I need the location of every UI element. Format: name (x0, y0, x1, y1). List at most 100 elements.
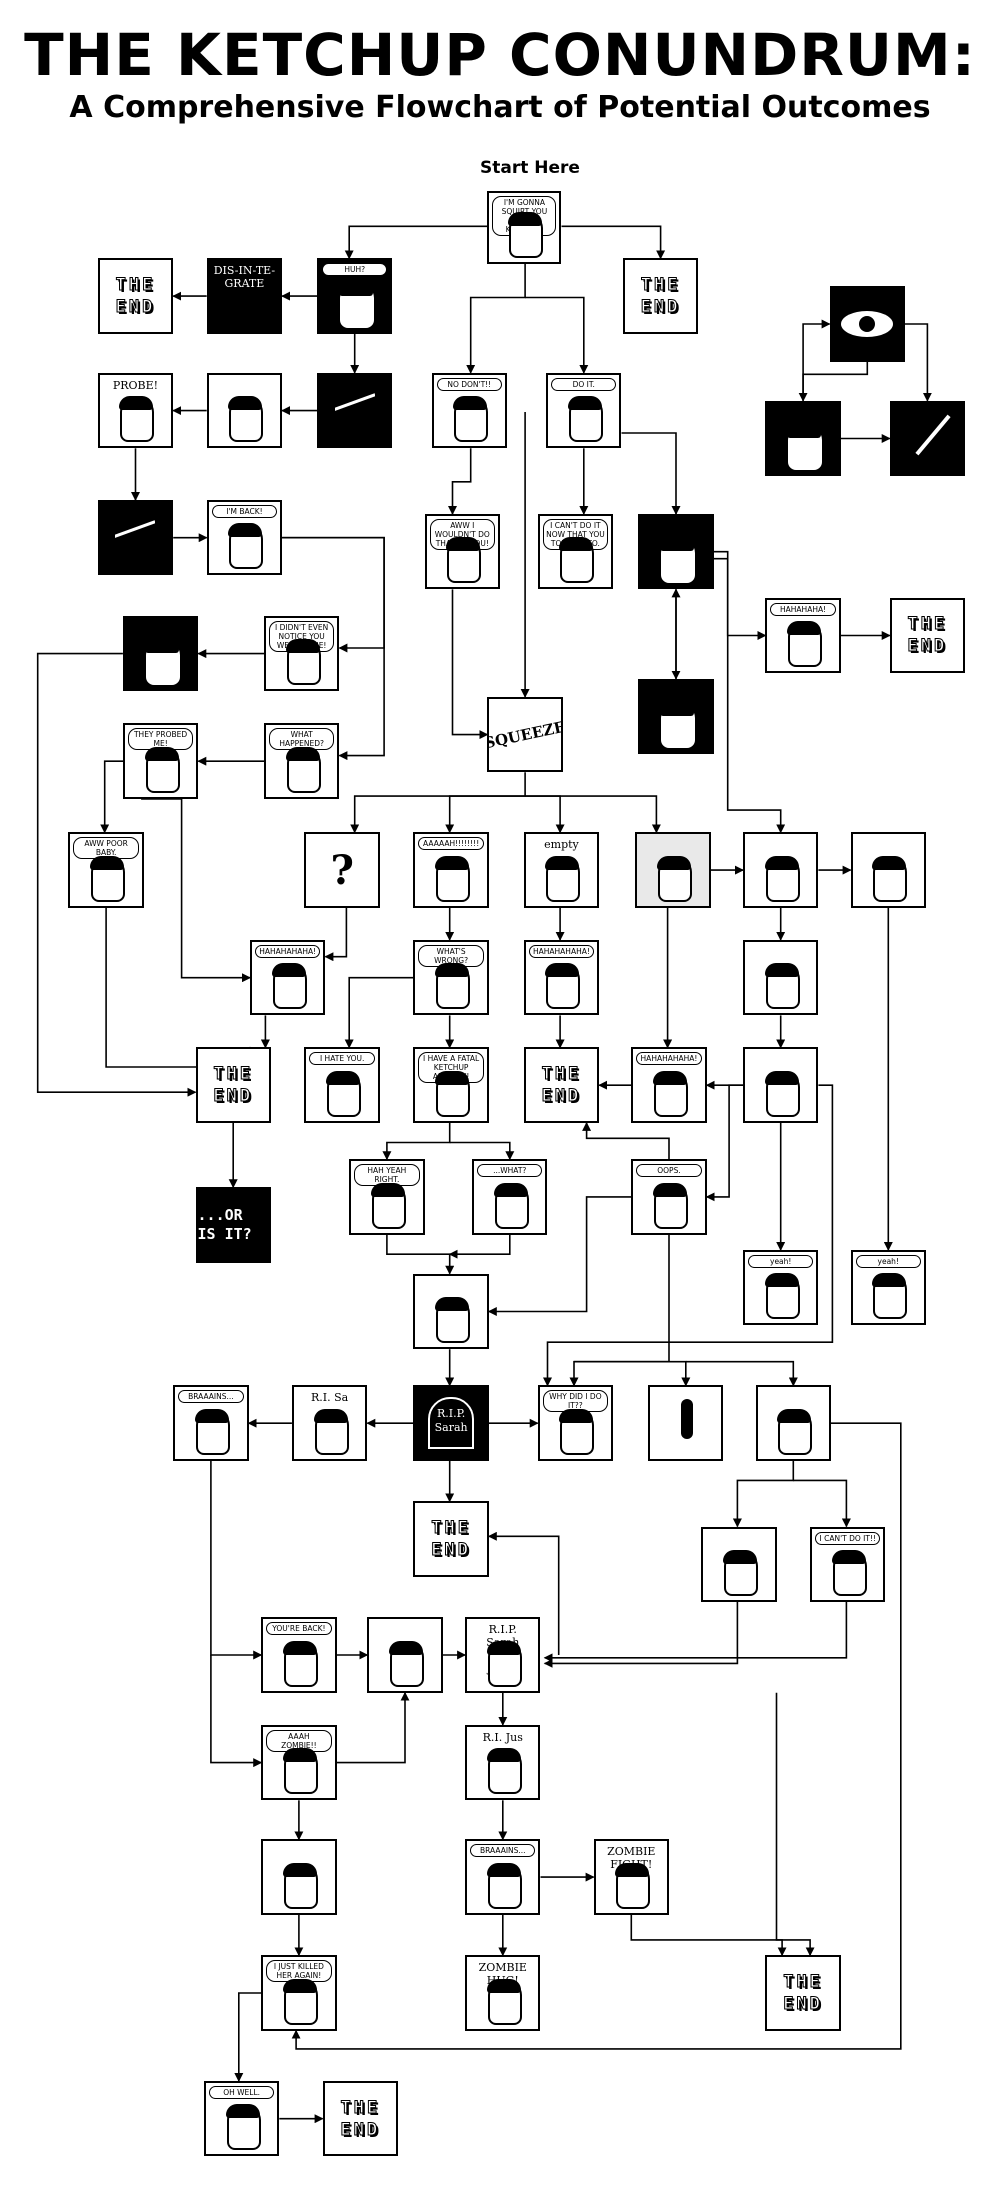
character-face (326, 1070, 362, 1117)
flow-arrow (905, 323, 932, 402)
flow-arrow (582, 1121, 670, 1160)
the-end-word: END (541, 1086, 582, 1107)
flow-arrow (448, 448, 472, 515)
flow-arrow (543, 1602, 739, 1668)
the-end-word: END (115, 297, 156, 318)
start-label: Start Here (480, 158, 580, 178)
comic-panel-empty: empty (523, 832, 600, 908)
speech-bubble: HAHAHAHAHA! (255, 944, 321, 958)
character-face (453, 396, 489, 443)
character-face (313, 1408, 349, 1455)
comic-panel-oops: OOPS. (631, 1159, 707, 1235)
speech-bubble: DIS-IN-TE-GRATE (213, 264, 276, 291)
ufo-beam-icon (115, 517, 156, 558)
character-face (872, 1273, 908, 1320)
comic-panel-aaah-zombie: AAAH ZOMBIE!! (261, 1724, 337, 1801)
comic-panel-aww-wouldnt: AWW I WOULDN'T DO THAT TO YOU! (424, 513, 500, 590)
the-end-word: THE (640, 275, 681, 296)
flow-arrow (448, 1234, 511, 1259)
comic-panel-huh: HUH? (317, 258, 393, 334)
character-face (831, 1549, 867, 1596)
flow-arrow (291, 1422, 902, 2050)
flow-arrow (386, 1234, 455, 1275)
comic-panel-sword (743, 832, 819, 908)
character-face (764, 1273, 800, 1320)
comic-panel-why-did-i: WHY DID I DO IT?? (537, 1385, 614, 1461)
comic-panel-no-dont: NO DON'T!! (431, 372, 507, 449)
flow-arrow (105, 907, 255, 1068)
comic-panel-question: ? (304, 832, 380, 908)
comic-panel-what: ...WHAT? (472, 1159, 548, 1235)
comic-panel-hahahaha-1: HAHAHAHA! (765, 597, 841, 674)
flow-arrow (569, 1234, 670, 1387)
character-face (787, 424, 823, 471)
character-face (282, 1978, 318, 2025)
character-face (486, 1862, 522, 1909)
comic-panel-zombie-bite (367, 1617, 443, 1693)
comic-panel-probed-me: THEY PROBED ME! (122, 723, 199, 799)
speech-bubble: THEY PROBED ME! (127, 728, 194, 751)
character-face (559, 537, 595, 584)
flow-arrow (350, 772, 526, 834)
flow-arrow (793, 1479, 851, 1528)
character-face (615, 1862, 651, 1909)
character-face (435, 855, 471, 902)
comic-panel-fist-1 (701, 1526, 777, 1602)
flow-arrow (451, 589, 489, 740)
character-face (486, 1640, 522, 1687)
flow-arrow (487, 1531, 560, 1655)
speech-bubble: OH WELL. (208, 2086, 275, 2099)
speech-bubble: WHY DID I DO IT?? (542, 1390, 609, 1413)
the-end-word: THE (907, 614, 948, 635)
comic-panel-bunny (765, 400, 841, 477)
speech-bubble: I HATE YOU. (309, 1052, 375, 1066)
comic-panel-glasses-dark (638, 678, 714, 755)
comic-panel-killed-her-again: I JUST KILLED HER AGAIN! (261, 1955, 337, 2031)
character-face (271, 963, 307, 1010)
character-face (545, 963, 581, 1010)
character-face (493, 1182, 529, 1229)
comic-panel-aww-poor-baby: AWW POOR BABY. (68, 832, 144, 908)
flowchart-subtitle: A Comprehensive Flowchart of Potential O… (69, 90, 931, 125)
comic-panel-zombie-hug: ZOMBIE HUG! (465, 1955, 541, 2031)
comic-panel-gun (755, 1385, 831, 1461)
flow-arrow (210, 1460, 263, 1660)
character-face (659, 537, 695, 584)
character-face (228, 523, 264, 570)
or-is-it-text: ...OR IS IT? (197, 1205, 252, 1243)
flow-arrow (234, 1992, 266, 2082)
comic-panel-hahahaha-4: HAHAHAHAHA! (631, 1047, 707, 1123)
comic-panel-probe: PROBE! (97, 372, 174, 449)
character-face (144, 746, 180, 793)
character-face (486, 1748, 522, 1795)
comic-panel-ufo-drop (317, 372, 393, 449)
gravestone: R.I.P. Sarah (428, 1397, 475, 1450)
comic-panel-crash (743, 939, 819, 1016)
flow-arrow (713, 557, 786, 834)
speech-bubble: BRAAAINS... (178, 1390, 244, 1404)
character-face (225, 2104, 261, 2151)
character-face (545, 855, 581, 902)
character-face (446, 537, 482, 584)
flow-arrow (36, 652, 197, 1097)
comic-panel-didnt-notice: I DIDN'T EVEN NOTICE YOU WERE GONE! (263, 615, 340, 692)
the-end-word: END (640, 297, 681, 318)
comic-panel-ri-jus: R.I. Jus (465, 1724, 541, 1801)
comic-panel-ufo-return (97, 500, 174, 576)
character-face (435, 1297, 471, 1344)
flow-arrow (324, 907, 348, 962)
flow-arrow (543, 1084, 834, 1387)
flow-arrow (561, 225, 666, 260)
character-face (228, 396, 264, 443)
the-end-word: END (907, 636, 948, 657)
the-end-word: END (213, 1086, 254, 1107)
the-end-word: THE (115, 275, 156, 296)
hanging-figure (681, 1399, 694, 1440)
comic-panel-rip-sarah: R.I.P. Sarah (413, 1385, 489, 1461)
flow-arrow (732, 1460, 795, 1528)
speech-bubble: HAHAHAHAHA! (528, 944, 595, 958)
speech-bubble: AAAAAH!!!!!!!! (418, 837, 484, 851)
flow-arrow (574, 1360, 691, 1387)
